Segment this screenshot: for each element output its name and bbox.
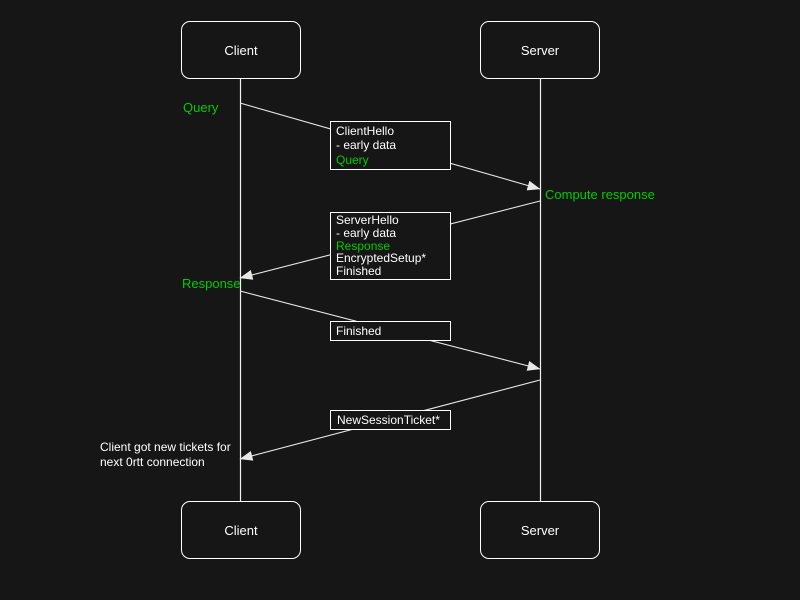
serverhello-line-3: Response	[336, 238, 391, 253]
finished-line-1: Finished	[336, 324, 382, 338]
clienthello-line-1: ClientHello	[336, 124, 395, 138]
note-new-tickets: Client got new tickets for next 0rtt con…	[100, 440, 231, 470]
actor-server-bottom-label: Server	[520, 522, 560, 538]
clienthello-line-3: Query	[336, 152, 369, 167]
message-box-finished: Finished	[330, 321, 451, 341]
actor-client-bottom-label: Client	[224, 522, 258, 538]
serverhello-line-2: - early data	[336, 225, 397, 240]
actor-client-top: Client	[181, 21, 301, 79]
serverhello-line-5: Finished	[336, 264, 382, 279]
actor-server-top-label: Server	[520, 42, 560, 58]
actor-server-bottom: Server	[480, 501, 600, 559]
message-box-newsessionticket: NewSessionTicket*	[330, 410, 451, 430]
actor-client-bottom: Client	[181, 501, 301, 559]
serverhello-line-1: ServerHello	[336, 213, 399, 227]
actor-server-top: Server	[480, 21, 600, 79]
label-compute-response: Compute response	[545, 187, 655, 202]
message-box-serverhello: ServerHello - early data Response Encryp…	[330, 212, 451, 280]
note-line-2: next 0rtt connection	[100, 455, 205, 469]
label-response: Response	[182, 276, 241, 291]
label-query: Query	[183, 100, 219, 115]
clienthello-line-2: - early data	[336, 138, 397, 153]
message-box-clienthello: ClientHello - early data Query	[330, 121, 451, 170]
note-line-1: Client got new tickets for	[100, 440, 231, 454]
actor-client-top-label: Client	[224, 42, 258, 58]
serverhello-line-4: EncryptedSetup*	[336, 251, 427, 266]
newsessionticket-line-1: NewSessionTicket*	[337, 413, 440, 427]
